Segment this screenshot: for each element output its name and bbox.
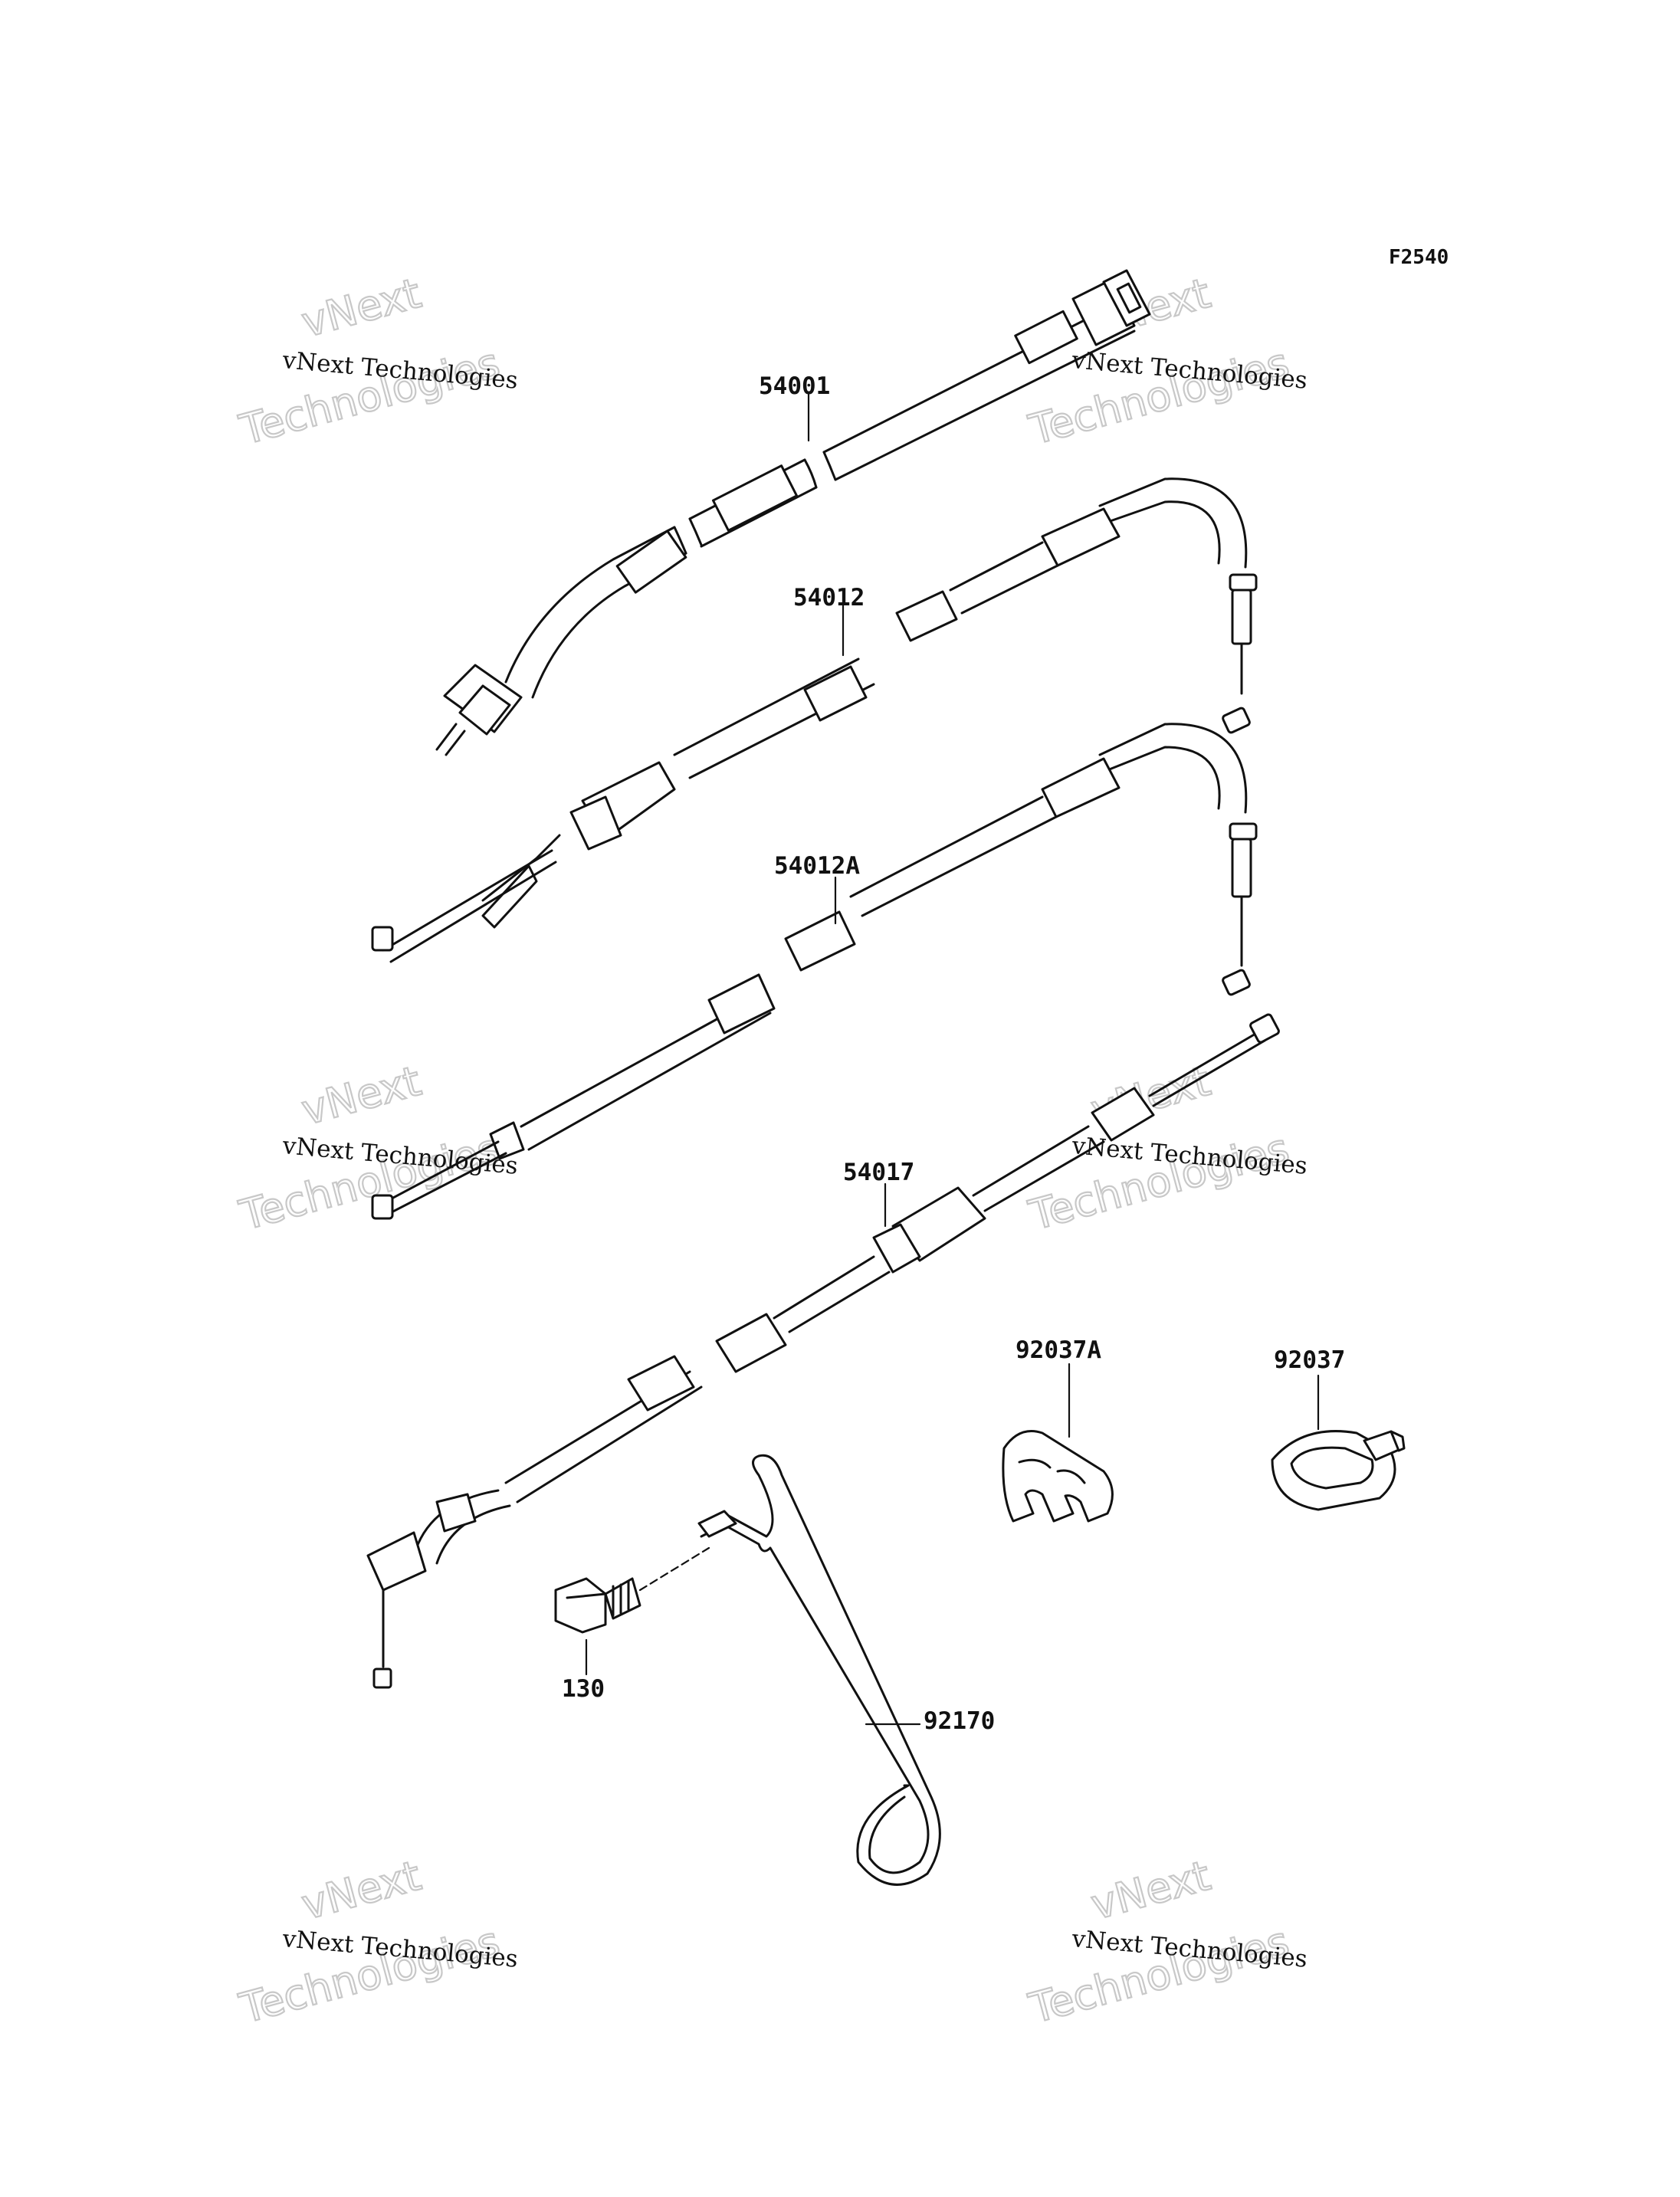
watermark-text: vNext (297, 269, 426, 347)
part-label-54017[interactable]: 54017 (843, 1159, 914, 1186)
part-92037-clamp[interactable] (1271, 1374, 1406, 1511)
watermark-bottom-right: vNext Technologies vNext Technologies (1023, 1851, 1308, 2034)
part-130-bolt[interactable] (554, 1546, 710, 1676)
watermark-text: vNext (297, 1851, 426, 1930)
part-label-92170[interactable]: 92170 (924, 1707, 995, 1735)
watermark-mid-right: vNext Technologies vNext Technologies (1023, 1056, 1308, 1241)
watermark-text: vNext (297, 1057, 426, 1135)
watermark-text: vNext (1086, 1851, 1216, 1930)
figure-code: F2540 (1389, 246, 1449, 269)
part-92170-bracket[interactable] (697, 1454, 941, 1886)
part-label-92037A[interactable]: 92037A (1016, 1336, 1101, 1364)
part-54017-cable[interactable] (366, 1013, 1280, 1689)
part-92037A-clamp[interactable] (1002, 1362, 1114, 1523)
part-label-54001[interactable]: 54001 (759, 372, 830, 400)
watermark-top-left: vNext Technologies vNext Technologies (234, 268, 519, 455)
part-label-92037[interactable]: 92037 (1274, 1346, 1345, 1374)
watermark-top-right: vNext Technologies vNext Technologies (1023, 268, 1308, 455)
part-label-54012[interactable]: 54012 (793, 584, 865, 612)
part-54012-cable[interactable] (371, 477, 1258, 963)
watermark-bottom-left: vNext Technologies vNext Technologies (234, 1851, 519, 2034)
part-label-54012A[interactable]: 54012A (774, 852, 860, 880)
part-54012A-cable[interactable] (371, 723, 1258, 1220)
part-54001-cable[interactable] (435, 269, 1151, 756)
part-label-130[interactable]: 130 (562, 1675, 605, 1703)
